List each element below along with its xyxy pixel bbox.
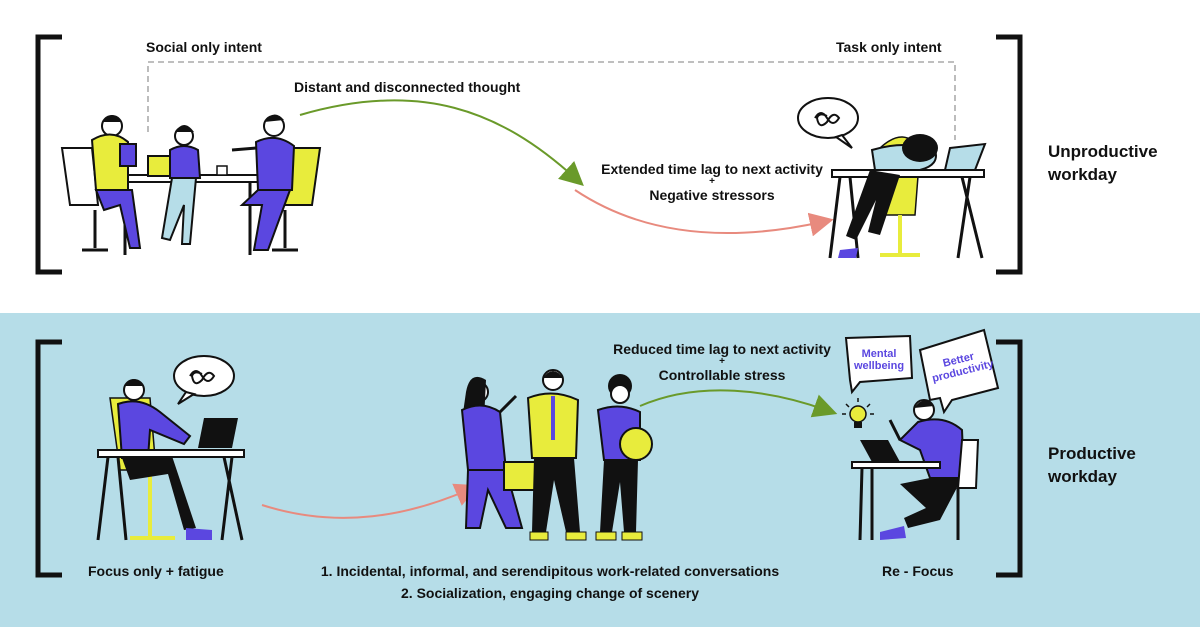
stressors-arrow: [574, 189, 834, 237]
reduced-lag-line: Reduced time lag to next activity: [613, 341, 831, 357]
bottom-left-bracket: [35, 339, 62, 578]
conversations-label: 1. Incidental, informal, and serendipito…: [320, 563, 780, 579]
distant-thought-arrow: [299, 99, 584, 187]
top-panel: [0, 0, 1200, 313]
focus-fatigue-label: Focus only + fatigue: [88, 563, 224, 579]
focused-worker-illustration: [96, 355, 245, 541]
task-intent-label: Task only intent: [836, 39, 942, 55]
unproductive-line1: Unproductive: [1048, 142, 1158, 161]
lag-line: Extended time lag to next activity: [601, 161, 823, 177]
bottom-right-bracket: [996, 339, 1023, 578]
top-right-bracket: [996, 34, 1023, 275]
standing-group-illustration: [460, 369, 653, 541]
top-left-bracket: [35, 34, 62, 275]
plus-sign: +: [709, 176, 715, 187]
refocus-arrow: [639, 389, 838, 418]
social-intent-label: Social only intent: [146, 39, 262, 55]
productive-line2: workday: [1048, 467, 1117, 486]
distant-thought-label: Distant and disconnected thought: [294, 79, 521, 95]
controllable-line: Controllable stress: [658, 367, 786, 383]
people-meeting-illustration: [60, 114, 322, 255]
intent-dashed-connector: [147, 61, 956, 140]
refocus-label: Re - Focus: [882, 563, 954, 579]
stressors-line: Negative stressors: [649, 187, 775, 203]
thought-scribble-icon: [814, 112, 841, 127]
lightbulb-icon: [842, 398, 874, 428]
socialization-label: 2. Socialization, engaging change of sce…: [401, 585, 699, 601]
mental-wellbeing-bubble: Mental wellbeing: [852, 348, 906, 372]
lag-stressors-label: Extended time lag to next activity + Neg…: [601, 160, 823, 204]
unproductive-result: Unproductive workday: [1048, 140, 1158, 186]
productive-line1: Productive: [1048, 444, 1136, 463]
bubble1-line2: wellbeing: [853, 360, 905, 372]
tired-worker-illustration: [797, 97, 987, 259]
bubble1-line1: Mental: [861, 348, 897, 360]
break-arrow: [261, 483, 480, 519]
refocused-worker-illustration: [842, 328, 1000, 541]
reduced-lag-label: Reduced time lag to next activity + Cont…: [613, 340, 831, 384]
plus-sign-bottom: +: [719, 356, 725, 367]
productive-result: Productive workday: [1048, 442, 1136, 488]
unproductive-line2: workday: [1048, 165, 1117, 184]
